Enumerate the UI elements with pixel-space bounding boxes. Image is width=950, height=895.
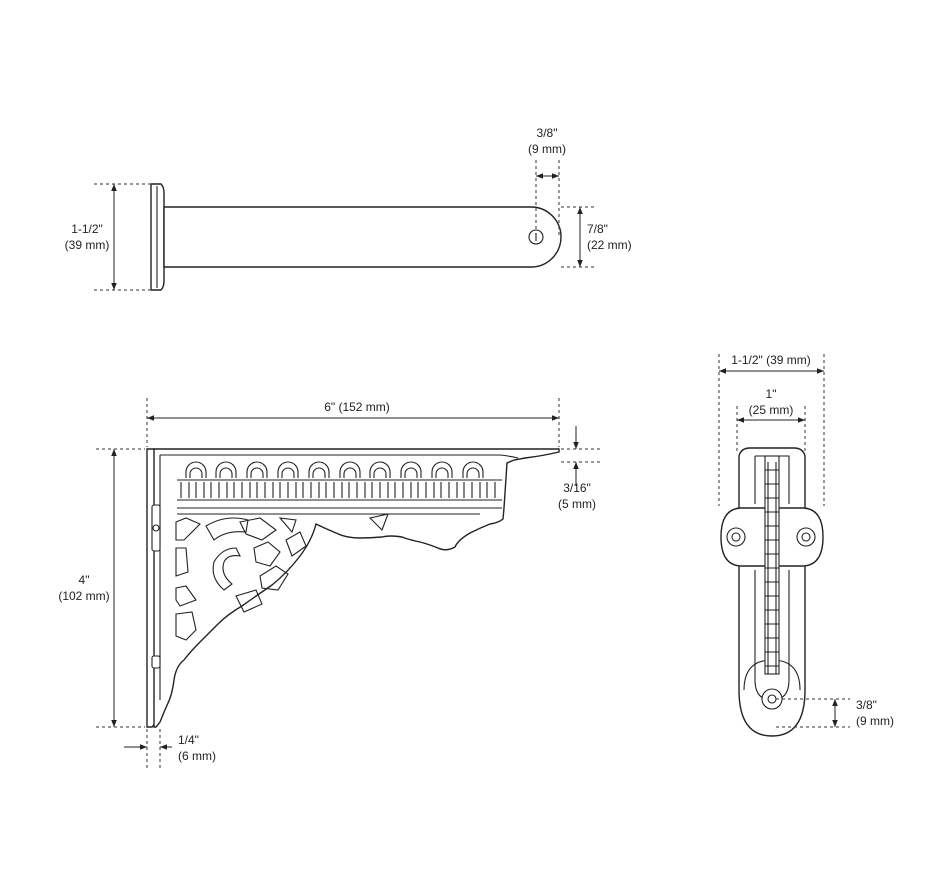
dim-top-flange-height: 1-1/2" (39 mm) — [65, 183, 150, 291]
side-view: 6" (152 mm) 3/16" (5 mm) 4" (102 mm) 1/4… — [58, 398, 600, 768]
top-flange-height-metric: (39 mm) — [65, 238, 110, 252]
top-arm-height-metric: (22 mm) — [587, 238, 632, 252]
top-view: 3/8" (9 mm) 1-1/2" (39 mm) 7/8" (22 mm) — [65, 126, 632, 291]
front-web-width-metric: (25 mm) — [749, 403, 794, 417]
front-hole-offset-metric: (9 mm) — [856, 714, 894, 728]
side-shelf-thickness-imperial: 3/16" — [563, 481, 591, 495]
front-view: 1-1/2" (39 mm) 1" (25 mm) 3/8" (9 mm) — [718, 353, 894, 737]
top-arm-height-imperial: 7/8" — [587, 222, 608, 236]
dim-side-length: 6" (152 mm) — [146, 398, 560, 447]
front-width-label: 1-1/2" (39 mm) — [731, 353, 811, 367]
dim-front-width: 1-1/2" (39 mm) — [718, 353, 825, 506]
dim-top-arm-height: 7/8" (22 mm) — [561, 206, 632, 268]
side-view-cutouts — [175, 513, 389, 641]
side-view-bracket — [146, 448, 560, 728]
side-height-metric: (102 mm) — [58, 589, 109, 603]
side-plate-thickness-imperial: 1/4" — [178, 733, 199, 747]
side-view-arches — [177, 461, 502, 498]
front-view-bracket — [720, 447, 824, 737]
dim-side-height: 4" (102 mm) — [58, 448, 145, 728]
top-hole-offset-metric: (9 mm) — [528, 142, 566, 156]
side-length-label: 6" (152 mm) — [324, 400, 390, 414]
top-view-bracket — [150, 183, 562, 291]
side-plate-thickness-metric: (6 mm) — [178, 749, 216, 763]
side-height-imperial: 4" — [79, 573, 90, 587]
front-hole-offset-imperial: 3/8" — [856, 698, 877, 712]
side-shelf-thickness-metric: (5 mm) — [558, 497, 596, 511]
dim-side-shelf-thickness: 3/16" (5 mm) — [558, 426, 600, 511]
top-flange-height-imperial: 1-1/2" — [71, 222, 103, 236]
dim-front-web-width: 1" (25 mm) — [736, 387, 806, 454]
dim-top-hole-offset: 3/8" (9 mm) — [528, 126, 566, 236]
dim-front-hole-offset: 3/8" (9 mm) — [776, 698, 894, 728]
front-web-width-imperial: 1" — [766, 387, 777, 401]
dim-side-plate-thickness: 1/4" (6 mm) — [124, 729, 216, 768]
top-hole-offset-imperial: 3/8" — [537, 126, 558, 140]
